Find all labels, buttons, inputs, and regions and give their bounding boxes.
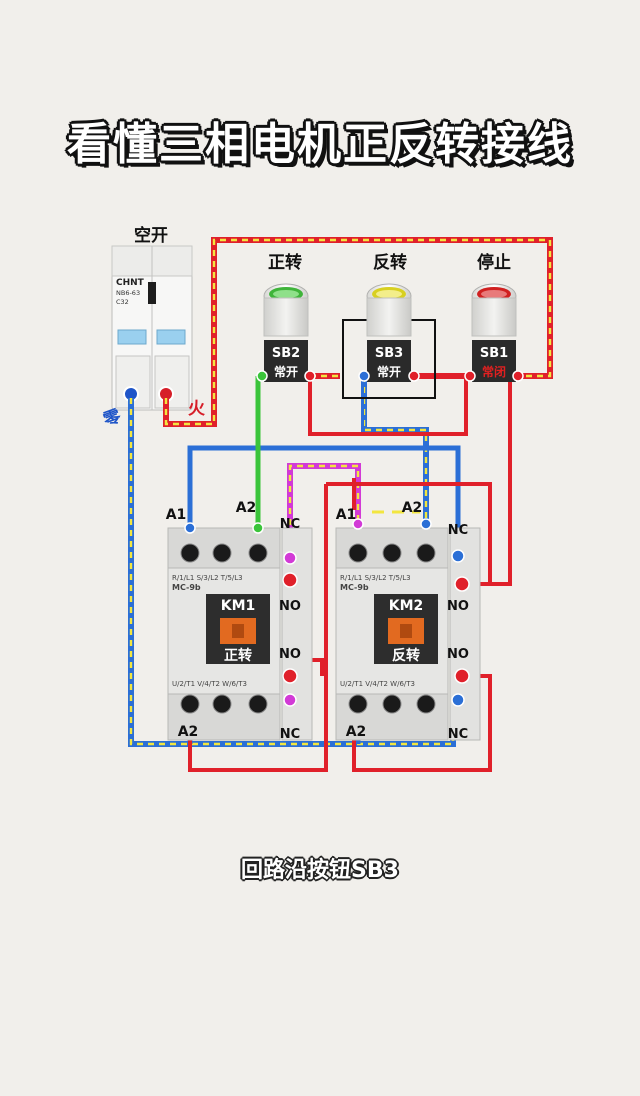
km1-a2-label: A2: [236, 500, 257, 516]
breaker-model: NB6-63: [116, 289, 140, 297]
button-sb2-type: 常开: [274, 364, 298, 379]
button-sb1-type: 常闭: [482, 364, 506, 379]
km1-model: MC-9b: [172, 583, 201, 592]
button-sb1-code: SB1: [480, 346, 508, 361]
km1-no-bottom-label: NO: [279, 647, 301, 662]
contactor-km2: A1 A2 R/1/L1 S/3/L2 T/5/L3 MC-9b KM2 反转 …: [335, 500, 481, 742]
button-sb1: 停止 SB1 常闭: [464, 252, 524, 382]
km2-nc-top-label: NC: [448, 523, 468, 538]
button-sb2-name: 正转: [268, 252, 302, 273]
breaker-label: 空开: [134, 225, 168, 246]
button-sb1-name: 停止: [477, 252, 511, 273]
km1-nc-bottom-label: NC: [280, 727, 300, 742]
button-sb3-type: 常开: [377, 364, 401, 379]
km2-top-row: R/1/L1 S/3/L2 T/5/L3: [340, 574, 411, 582]
km1-a2-bottom-label: A2: [178, 724, 199, 740]
wire-sb1-link: [308, 376, 468, 436]
km2-no-bottom-label: NO: [447, 647, 469, 662]
km1-top-row: R/1/L1 S/3/L2 T/5/L3: [172, 574, 243, 582]
live-label: 火: [188, 399, 206, 419]
km1-bottom-row: U/2/T1 V/4/T2 W/6/T3: [172, 680, 247, 688]
km2-function: 反转: [392, 647, 420, 664]
km2-bottom-row: U/2/T1 V/4/T2 W/6/T3: [340, 680, 415, 688]
breaker-brand: CHNT: [116, 278, 145, 288]
wire-km2-return: [352, 674, 492, 772]
page-title: 看懂三相电机正反转接线: [67, 119, 573, 170]
km1-function: 正转: [224, 647, 252, 664]
km1-no-top-label: NO: [279, 599, 301, 614]
km2-a2-bottom-label: A2: [346, 724, 367, 740]
button-sb2-code: SB2: [272, 346, 300, 361]
breaker-rating: C32: [116, 298, 129, 306]
km2-a1-label: A1: [336, 507, 357, 523]
contactor-km1: A1 A2 R/1/L1 S/3/L2 T/5/L3 MC-9b KM1 正转 …: [166, 500, 313, 742]
km2-model: MC-9b: [340, 583, 369, 592]
button-sb3: 反转 SB3 常开: [342, 252, 436, 399]
circuit-breaker: 空开 CHNT NB6-63 C32 零 火: [100, 225, 206, 431]
km1-nc-top-label: NC: [280, 517, 300, 532]
button-sb2: 正转 SB2 常开: [256, 252, 316, 382]
button-sb3-code: SB3: [375, 346, 403, 361]
km1-name: KM1: [221, 598, 256, 614]
km2-a2-label: A2: [402, 500, 423, 516]
km2-no-top-label: NO: [447, 599, 469, 614]
pushbuttons: 正转 SB2 常开 反转 SB3 常开 停止: [256, 252, 524, 399]
caption: 回路沿按钮SB3: [241, 858, 399, 883]
button-sb3-name: 反转: [373, 252, 407, 273]
km2-name: KM2: [389, 598, 424, 614]
wire-a1-km1: [187, 445, 461, 548]
km2-nc-bottom-label: NC: [448, 727, 468, 742]
km1-a1-label: A1: [166, 507, 187, 523]
